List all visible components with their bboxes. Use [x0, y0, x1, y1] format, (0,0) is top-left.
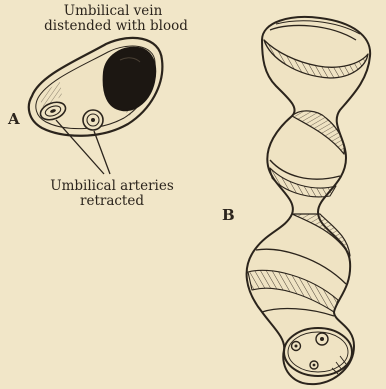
umbilical-artery-right — [83, 110, 103, 130]
twisted-cord-drawing — [247, 17, 371, 384]
label-umbilical-arteries-line2: retracted — [12, 194, 212, 210]
leader-line-right — [94, 131, 110, 174]
cross-section-drawing — [29, 38, 163, 174]
panel-label-a: A — [8, 111, 20, 128]
label-umbilical-vein-line2: distended with blood — [22, 19, 210, 35]
panel-label-b: B — [222, 207, 235, 224]
